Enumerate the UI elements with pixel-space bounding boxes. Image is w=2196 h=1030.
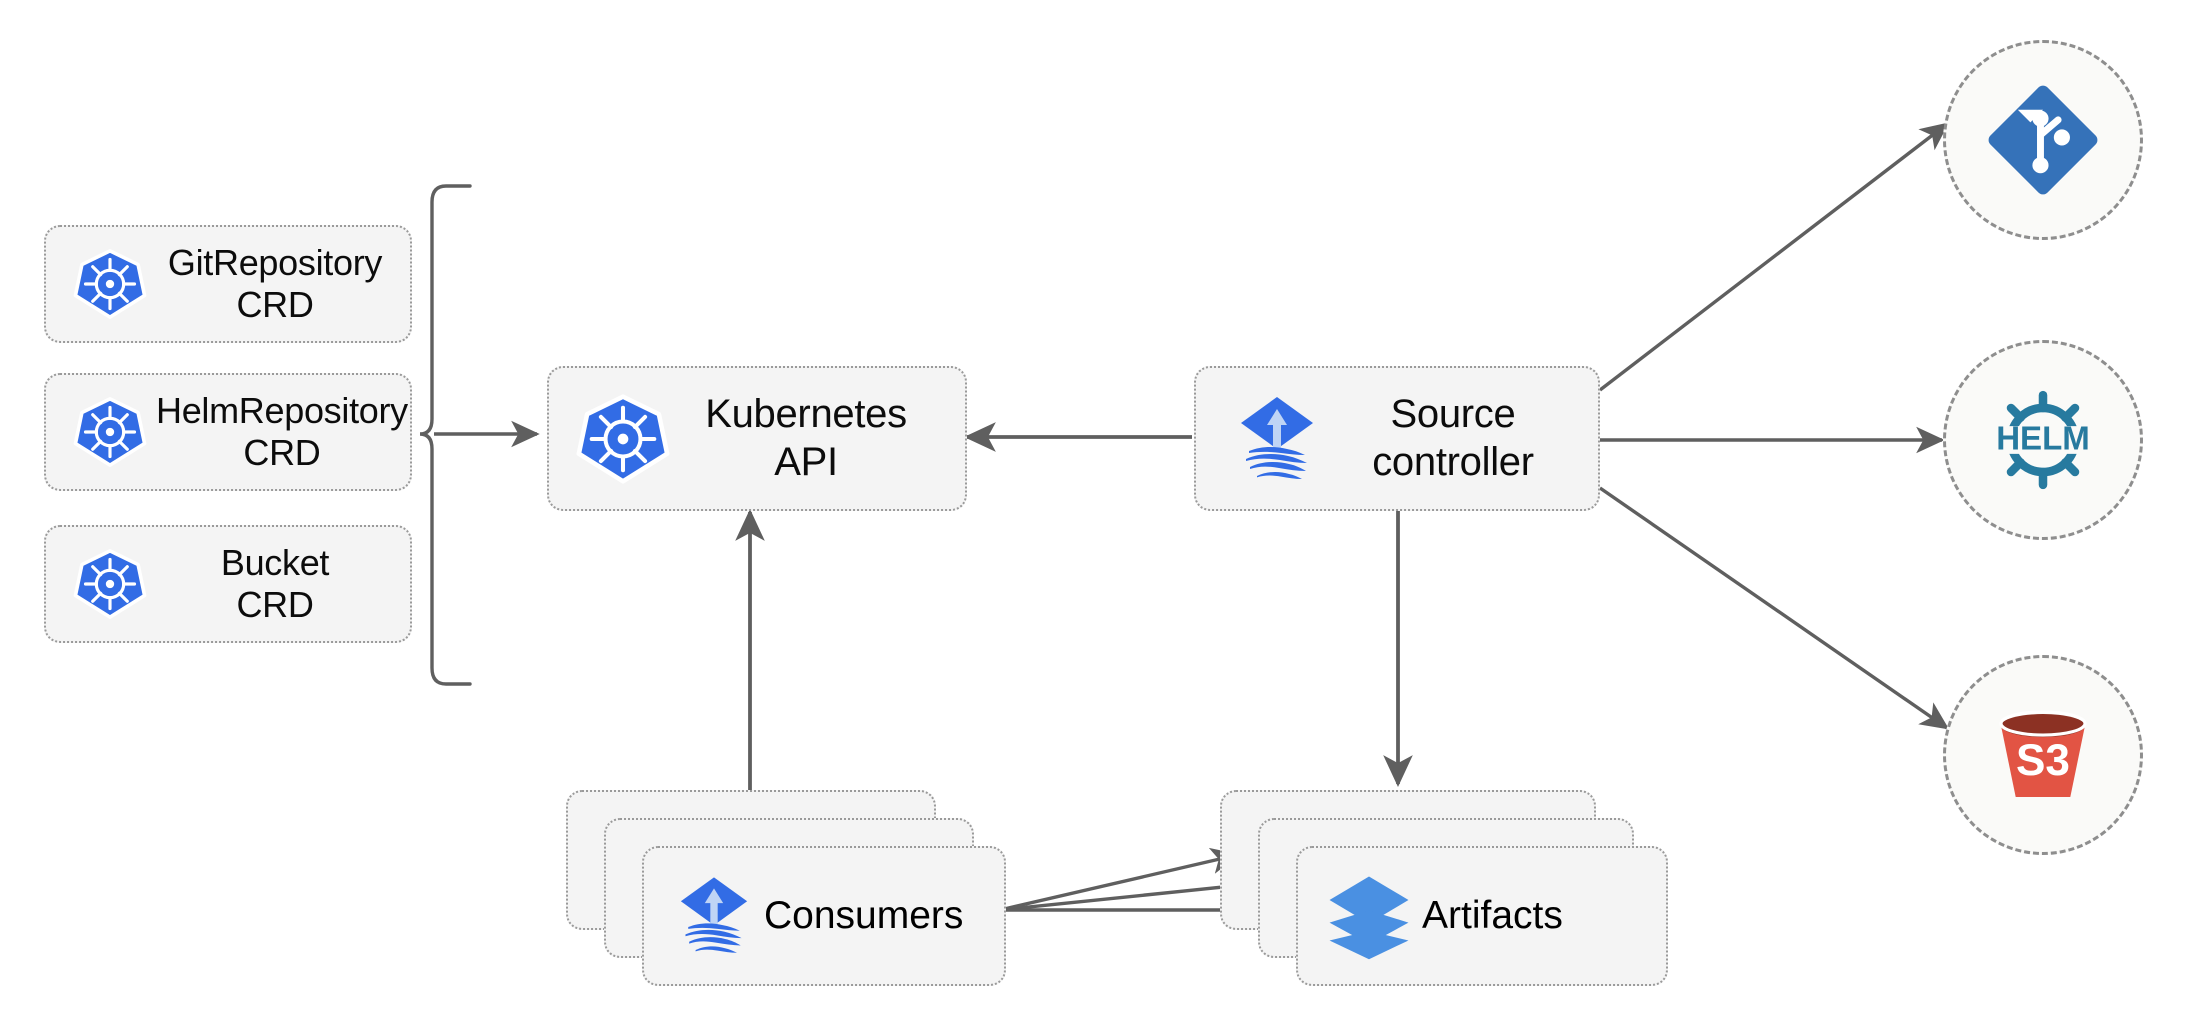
helm-label: HELM — [1996, 421, 2090, 458]
s3-label: S3 — [2016, 736, 2070, 785]
edge-source-controller-to-git — [1598, 122, 1950, 392]
kubernetes-icon — [64, 548, 156, 620]
helm-icon: HELM — [1991, 390, 2095, 490]
edge-consumers-to-artifacts-back — [999, 847, 1240, 912]
kubernetes-icon — [64, 248, 156, 320]
kubernetes-icon — [64, 396, 156, 468]
edge-source-controller-to-s3 — [1599, 486, 1950, 730]
node-label: Kubernetes API — [705, 392, 907, 484]
flux-icon — [668, 870, 764, 962]
source-circle-git[interactable] — [1943, 40, 2143, 240]
s3-bucket-icon: S3 — [1999, 710, 2087, 797]
source-circle-helm[interactable]: HELM — [1943, 340, 2143, 540]
stack-card-front[interactable]: Artifacts — [1296, 846, 1668, 986]
node-label: Source controller — [1372, 392, 1534, 484]
crd-group-brace — [419, 184, 472, 686]
node-artifacts-stack[interactable]: Artifacts — [1220, 790, 1670, 986]
node-label: Artifacts — [1422, 894, 1563, 937]
crd-label: GitRepository CRD — [167, 241, 383, 325]
node-kubernetes-api[interactable]: Kubernetes API — [547, 366, 967, 511]
kubernetes-icon — [571, 393, 675, 485]
crd-card-bucket[interactable]: Bucket CRD — [44, 525, 412, 643]
crd-label: HelmRepository CRD — [156, 389, 408, 473]
crd-card-helmrepository[interactable]: HelmRepository CRD — [44, 373, 412, 491]
crd-card-gitrepository[interactable]: GitRepository CRD — [44, 225, 412, 343]
flux-icon — [1222, 389, 1332, 489]
layers-icon — [1322, 869, 1422, 963]
crd-label: Bucket CRD — [220, 541, 330, 625]
node-consumers-stack[interactable]: Consumers — [566, 790, 1006, 986]
node-label: Consumers — [764, 894, 964, 937]
git-icon — [1988, 85, 2098, 195]
node-source-controller[interactable]: Source controller — [1194, 366, 1600, 511]
source-circle-s3[interactable]: S3 — [1943, 655, 2143, 855]
stack-card-front[interactable]: Consumers — [642, 846, 1006, 986]
